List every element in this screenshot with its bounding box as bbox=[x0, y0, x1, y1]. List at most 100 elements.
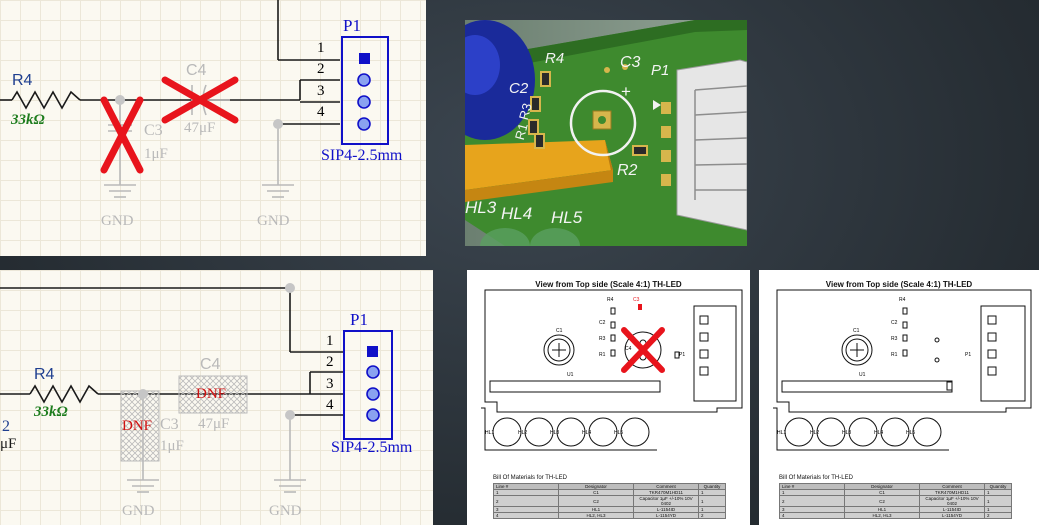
ref-label-r1: R1 bbox=[891, 352, 898, 358]
ref-label-hl4: HL4 bbox=[582, 430, 592, 436]
pin-number-1: 1 bbox=[326, 333, 334, 349]
assembly-doc-panel-left: View from Top side (Scale 4:1) TH-LED bbox=[467, 270, 750, 525]
doc-title: View from Top side (Scale 4:1) TH-LED bbox=[825, 280, 973, 289]
ref-label-c2: C2 bbox=[891, 320, 898, 326]
schematic-drawing-top bbox=[0, 0, 389, 198]
ref-label-r1: R1 bbox=[599, 352, 606, 358]
pcb-3d-render bbox=[465, 20, 747, 246]
pin-number-1: 1 bbox=[317, 40, 325, 56]
pin-number-4: 4 bbox=[317, 104, 325, 120]
pcb-label-hl3: HL3 bbox=[465, 198, 497, 217]
pcb-label-hl5: HL5 bbox=[551, 208, 583, 227]
ref-label-hl5: HL5 bbox=[906, 430, 916, 436]
bom-cell: HL2, HL3 bbox=[558, 512, 634, 519]
bom-cell: 4 bbox=[493, 512, 559, 519]
c4-value-label: 47μF bbox=[184, 120, 216, 136]
ref-label-r4: R4 bbox=[607, 297, 614, 303]
pin-number-4: 4 bbox=[326, 397, 334, 413]
pin-number-3: 3 bbox=[317, 83, 325, 99]
resistor-ref-label: R4 bbox=[34, 366, 55, 383]
bom-cell: 1 bbox=[698, 495, 726, 507]
bom-table: Line # Designator Comment Quantity 1 C1 … bbox=[493, 483, 726, 519]
pcb-label-c2: C2 bbox=[509, 80, 529, 97]
bom-cell: 4 bbox=[779, 512, 845, 519]
ref-label-c1: C1 bbox=[853, 328, 860, 334]
pcb-label-r4: R4 bbox=[545, 50, 565, 67]
bom-cell: 2 bbox=[779, 495, 845, 507]
ref-label-hl3: HL3 bbox=[842, 430, 852, 436]
table-row: 4 HL2, HL3 L-1154YD 2 bbox=[493, 512, 726, 519]
pin-number-3: 3 bbox=[326, 376, 334, 392]
ref-label-hl1: HL1 bbox=[777, 430, 787, 436]
bom-table: Line # Designator Comment Quantity 1 C1 … bbox=[779, 483, 1012, 519]
c3-dnf-label: DNF bbox=[122, 418, 153, 434]
ref-label-c2: C2 bbox=[599, 320, 606, 326]
schematic-panel-top: P1 1 2 3 4 SIP4-2.5mm R4 33kΩ C4 47μF C3… bbox=[0, 0, 426, 256]
connector-name-label: SIP4-2.5mm bbox=[331, 439, 413, 456]
schematic-grid bbox=[0, 0, 426, 256]
gnd-label-right: GND bbox=[257, 213, 290, 229]
c4-ref-label: C4 bbox=[200, 356, 221, 373]
ref-label-hl3: HL3 bbox=[550, 430, 560, 436]
pcb-label-c3: C3 bbox=[620, 54, 641, 71]
bom-cell: 2 bbox=[493, 495, 559, 507]
assembly-drawing-left bbox=[481, 289, 743, 451]
bom-cell: Capacitor 1µF +/-10% 10V 0402 bbox=[919, 495, 985, 507]
ref-label-hl2: HL2 bbox=[518, 430, 528, 436]
bom-title: Bill Of Materials for TH-LED bbox=[493, 475, 567, 481]
bom-cell: C2 bbox=[844, 495, 920, 507]
ref-label-r3: R3 bbox=[599, 336, 606, 342]
connector-ref-label: P1 bbox=[343, 16, 361, 35]
connector-ref-label: P1 bbox=[350, 310, 368, 329]
bom-cell: L-1154YD bbox=[633, 512, 699, 519]
doc-title: View from Top side (Scale 4:1) TH-LED bbox=[535, 280, 682, 289]
c3-ref-label: C3 bbox=[160, 416, 179, 433]
ref-label-hl5: HL5 bbox=[614, 430, 624, 436]
pcb-3d-panel: R4 C3 P1 C2 R1 R3 R2 + HL3 HL4 HL5 bbox=[465, 20, 747, 246]
bom-cell: 2 bbox=[984, 512, 1012, 519]
bom-cell: L-1154YD bbox=[919, 512, 985, 519]
gnd-label-left: GND bbox=[122, 503, 155, 519]
schematic-panel-bottom: P1 1 2 3 4 SIP4-2.5mm R4 33kΩ 2 μF C4 DN… bbox=[0, 270, 433, 525]
ref-label-c4: C4 bbox=[625, 346, 632, 352]
ref-label-u1: U1 bbox=[567, 372, 574, 378]
c4-ref-label: C4 bbox=[186, 62, 207, 79]
bom-cell: Capacitor 1µF +/-10% 10V 0402 bbox=[633, 495, 699, 507]
bom-cell: C2 bbox=[558, 495, 634, 507]
ref-label-hl1: HL1 bbox=[485, 430, 495, 436]
c3-ref-label: C3 bbox=[144, 122, 163, 139]
bom-title: Bill Of Materials for TH-LED bbox=[779, 475, 853, 481]
ref-label-p1: P1 bbox=[679, 352, 686, 358]
pcb-plus-sign: + bbox=[621, 82, 631, 101]
ref-label-hl2: HL2 bbox=[810, 430, 820, 436]
gnd-label-right: GND bbox=[269, 503, 302, 519]
schematic-drawing-bottom bbox=[0, 283, 393, 493]
resistor-value-label: 33kΩ bbox=[11, 112, 45, 128]
pcb-label-r2: R2 bbox=[617, 162, 638, 179]
bom-cell: 1 bbox=[984, 495, 1012, 507]
pcb-label-p1: P1 bbox=[651, 62, 670, 79]
table-row: 2 C2 Capacitor 1µF +/-10% 10V 0402 1 bbox=[493, 495, 726, 507]
connector-name-label: SIP4-2.5mm bbox=[321, 147, 403, 164]
pin-number-2: 2 bbox=[326, 354, 334, 370]
c3-value-label: 1μF bbox=[144, 146, 168, 162]
assembly-drawing-right bbox=[773, 289, 1032, 451]
pcb-label-hl4: HL4 bbox=[501, 204, 533, 223]
gnd-label-left: GND bbox=[101, 213, 134, 229]
edge-digit-label: 2 bbox=[2, 418, 10, 435]
ref-label-u1: U1 bbox=[859, 372, 866, 378]
table-row: 4 HL2, HL3 L-1154YD 2 bbox=[779, 512, 1012, 519]
bom-cell: 2 bbox=[698, 512, 726, 519]
ref-label-c1: C1 bbox=[556, 328, 563, 334]
c3-value-label: 1μF bbox=[160, 438, 184, 454]
ref-label-p1: P1 bbox=[965, 352, 972, 358]
resistor-ref-label: R4 bbox=[12, 72, 33, 89]
ref-label-r4: R4 bbox=[899, 297, 906, 303]
assembly-doc-panel-right: View from Top side (Scale 4:1) TH-LED R4… bbox=[759, 270, 1039, 525]
table-row: 2 C2 Capacitor 1µF +/-10% 10V 0402 1 bbox=[779, 495, 1012, 507]
ref-label-c3: C3 bbox=[633, 297, 640, 303]
edge-unit-label: μF bbox=[0, 436, 17, 452]
pin-number-2: 2 bbox=[317, 61, 325, 77]
ref-label-r3: R3 bbox=[891, 336, 898, 342]
resistor-value-label: 33kΩ bbox=[34, 404, 68, 420]
